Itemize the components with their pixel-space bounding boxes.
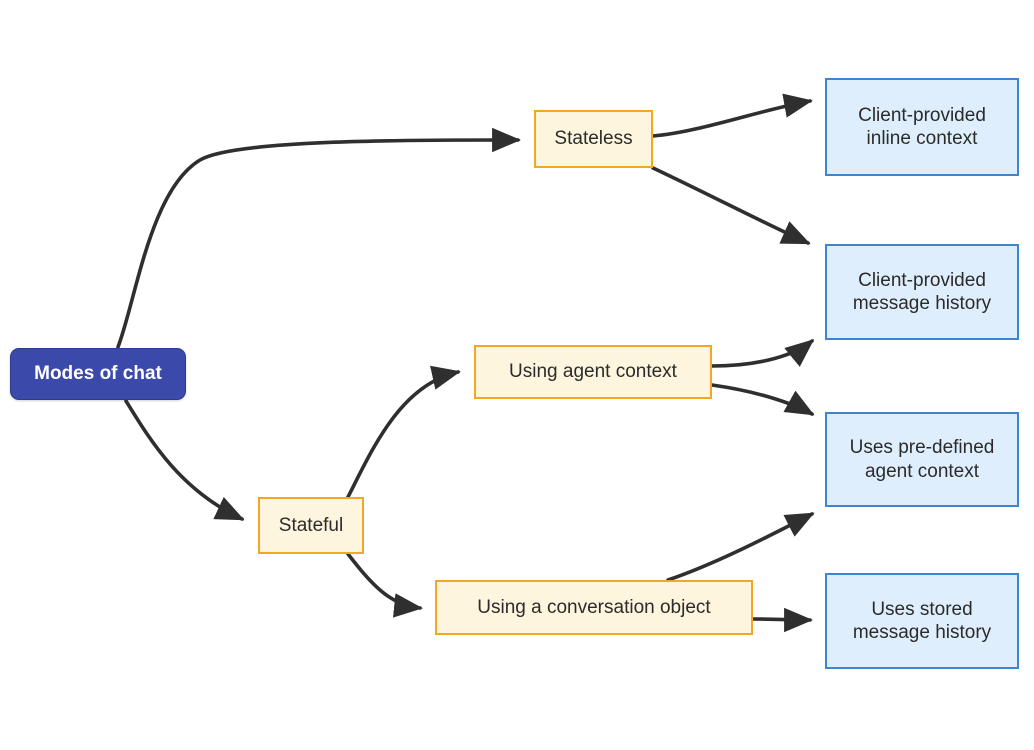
flow-edge-agentctx-to-msghistory	[710, 339, 815, 368]
flow-node-label: Uses stored message history	[852, 598, 992, 643]
flow-edge-agentctx-to-predefined	[710, 383, 815, 416]
flow-node-label: Stateless	[554, 128, 633, 150]
flow-node-convobj[interactable]: Using a conversation object	[435, 580, 753, 635]
flow-node-label: Using a conversation object	[477, 596, 711, 618]
flow-node-stateless[interactable]: Stateless	[534, 110, 653, 168]
flow-node-msghistory[interactable]: Client-provided message history	[825, 244, 1019, 340]
flow-edge-stateless-to-inline	[651, 93, 813, 138]
flow-node-label: Using agent context	[509, 361, 677, 383]
flow-edge-convobj-to-stored	[751, 607, 813, 633]
flow-node-label: Client-provided inline context	[858, 104, 986, 149]
flow-node-agentctx[interactable]: Using agent context	[474, 345, 712, 399]
flow-edge-stateful-to-convobj	[346, 552, 423, 618]
flow-edge-root-to-stateful	[124, 399, 245, 521]
flow-node-label: Client-provided message history	[852, 269, 992, 314]
flow-node-predefined[interactable]: Uses pre-defined agent context	[825, 412, 1019, 507]
flow-node-label: Stateful	[278, 514, 344, 536]
flow-node-inline[interactable]: Client-provided inline context	[825, 78, 1019, 176]
flow-node-label: Modes of chat	[34, 363, 162, 385]
flow-node-label: Uses pre-defined agent context	[849, 437, 995, 482]
flow-node-stored[interactable]: Uses stored message history	[825, 573, 1019, 669]
flow-node-root[interactable]: Modes of chat	[10, 348, 186, 400]
flow-edge-root-to-stateless	[116, 127, 521, 349]
flow-node-stateful[interactable]: Stateful	[258, 497, 364, 554]
flow-edge-stateful-to-agentctx	[346, 365, 461, 499]
flow-edge-convobj-to-predefined	[666, 512, 815, 582]
flow-edge-stateless-to-msghistory	[651, 166, 811, 245]
